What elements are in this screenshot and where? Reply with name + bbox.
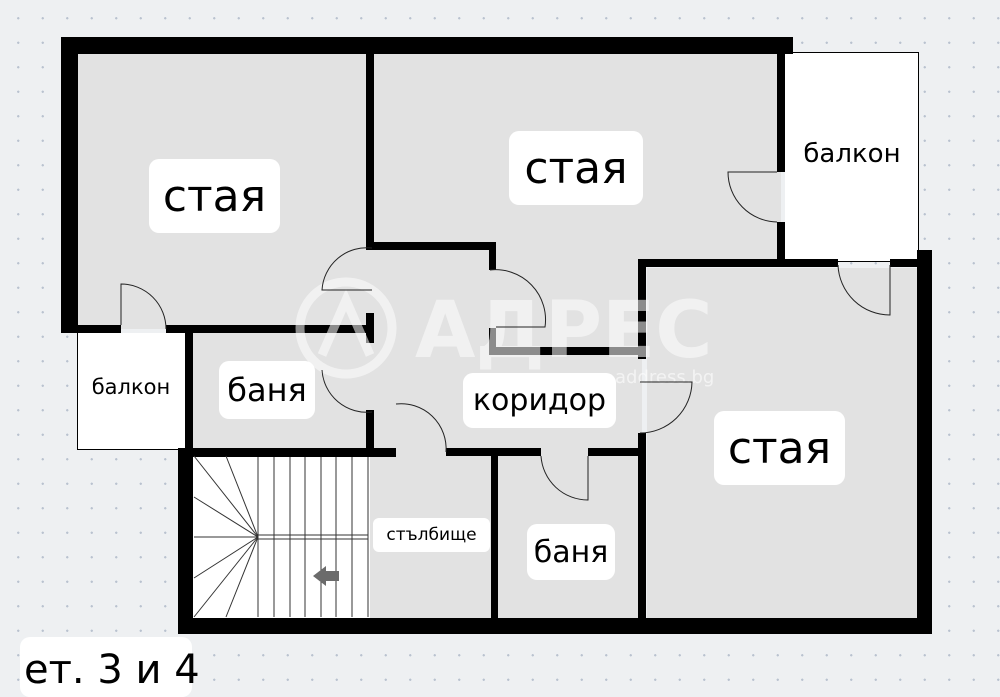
balcony-label-w: балкон [91, 375, 171, 399]
wall-nw-bottom-2 [166, 325, 374, 333]
wall-top-left [61, 37, 793, 54]
wall-left-outer [61, 37, 78, 333]
wall-corridor-top [366, 242, 496, 250]
wall-left-lower [178, 448, 193, 634]
room-label-se: стая [714, 411, 845, 485]
wall-n-balcony-divider-bottom [777, 222, 785, 262]
wall-bath-w-right-bottom [366, 410, 374, 456]
wall-bath-w-right-top [366, 313, 374, 343]
wall-bath-s-left [491, 456, 498, 619]
wall-stairs-top [178, 448, 396, 457]
wall-nw-n-divider [366, 52, 374, 242]
floor-caption: ет. 3 и 4 [20, 637, 200, 697]
wall-stairs-top-right [446, 448, 541, 456]
wall-se-top [638, 259, 838, 267]
stairs-floor [193, 456, 370, 618]
wall-se-left-top [638, 259, 646, 359]
room-label-nw: стая [149, 159, 280, 233]
wall-corridor-top-right [489, 242, 496, 270]
balcony-ne-floor [785, 52, 919, 262]
balcony-label-ne: балкон [803, 139, 901, 169]
bath-label-s: баня [527, 524, 615, 580]
wall-corridor-mid [489, 347, 639, 355]
wall-bath-s-top [588, 448, 643, 456]
wall-bottom [178, 618, 932, 634]
wall-se-top-right [890, 259, 920, 267]
corridor-label: коридор [463, 373, 616, 428]
wall-right-outer [917, 250, 932, 634]
wall-se-left-bottom [638, 433, 646, 623]
wall-nw-bottom [61, 325, 121, 333]
room-label-n: стая [509, 131, 643, 205]
bath-label-w: баня [219, 361, 315, 419]
balcony-w-floor [77, 333, 186, 450]
stairs-label: стълбище [373, 518, 490, 552]
wall-n-balcony-divider-top [777, 52, 785, 172]
wall-corridor-mid-stub [489, 328, 496, 354]
